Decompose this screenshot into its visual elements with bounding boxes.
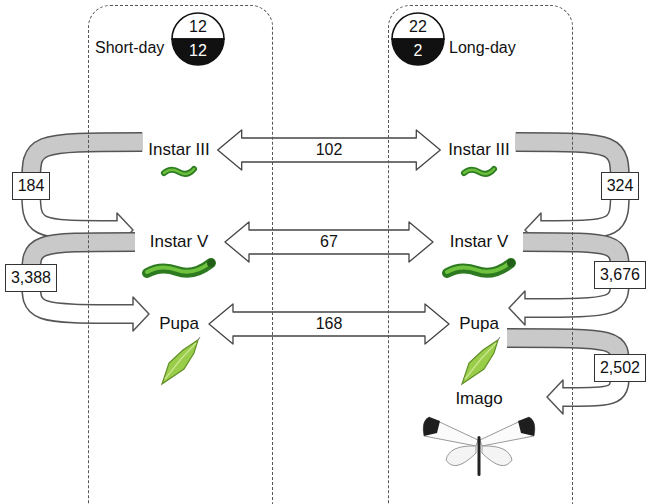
photoperiod-panel: Long-day222Instar III Instar V PupaImago: [388, 5, 573, 504]
transition-arrow: [31, 242, 149, 331]
photoperiod-clock: 222: [391, 12, 445, 66]
stage-node: Imago: [415, 388, 543, 482]
stage-node: Pupa: [453, 313, 505, 391]
pupa-icon: [457, 337, 501, 387]
count-box: 184: [12, 172, 51, 200]
stage-illustration: [148, 163, 209, 183]
stage-node: Instar III: [444, 139, 513, 183]
count-box: 324: [601, 172, 640, 200]
count-box: 2,502: [594, 354, 646, 382]
stage-illustration: [448, 163, 509, 183]
larva-icon: [141, 255, 217, 281]
stage-node: Instar III: [144, 139, 213, 183]
stage-name: Pupa: [157, 313, 201, 335]
comparison-arrow: [209, 304, 449, 344]
count-label: 168: [313, 315, 346, 333]
comparison-arrow: [225, 222, 433, 262]
stage-illustration: [157, 337, 201, 391]
larva-icon: [160, 163, 198, 179]
stage-node: Pupa: [153, 313, 205, 391]
pupa-icon: [157, 337, 201, 387]
light-hours: 22: [391, 12, 445, 39]
panel-heading: Long-day: [449, 38, 516, 58]
stage-name: Instar III: [148, 139, 209, 161]
stage-node: Instar V: [137, 231, 221, 285]
count-box: 3,388: [5, 264, 57, 292]
stage-illustration: [457, 337, 501, 391]
photoperiod-clock: 1212: [171, 12, 225, 66]
comparison-arrow: [218, 130, 441, 170]
count-box: 3,676: [594, 261, 646, 289]
count-label: 67: [317, 233, 341, 251]
dark-hours: 12: [171, 39, 225, 66]
transition-arrow: [516, 142, 620, 247]
larva-icon: [441, 255, 517, 281]
stage-name: Imago: [419, 388, 539, 410]
larva-icon: [460, 163, 498, 179]
stage-name: Instar V: [141, 231, 217, 253]
stage-name: Instar III: [448, 139, 509, 161]
stage-illustration: [441, 255, 517, 285]
light-hours: 12: [171, 12, 225, 39]
dark-hours: 2: [391, 39, 445, 66]
transition-arrow: [509, 242, 620, 325]
stage-name: Instar V: [441, 231, 517, 253]
stage-illustration: [141, 255, 217, 285]
stage-illustration: [419, 412, 539, 482]
count-label: 102: [313, 141, 346, 159]
butterfly-icon: [419, 412, 539, 478]
transition-arrow: [31, 142, 142, 247]
photoperiod-panel: Short-day 1212Instar III Instar V Pupa: [88, 5, 273, 504]
stage-node: Instar V: [437, 231, 521, 285]
transition-arrow: [507, 338, 620, 414]
stage-name: Pupa: [457, 313, 501, 335]
panel-heading: Short-day: [95, 38, 164, 58]
